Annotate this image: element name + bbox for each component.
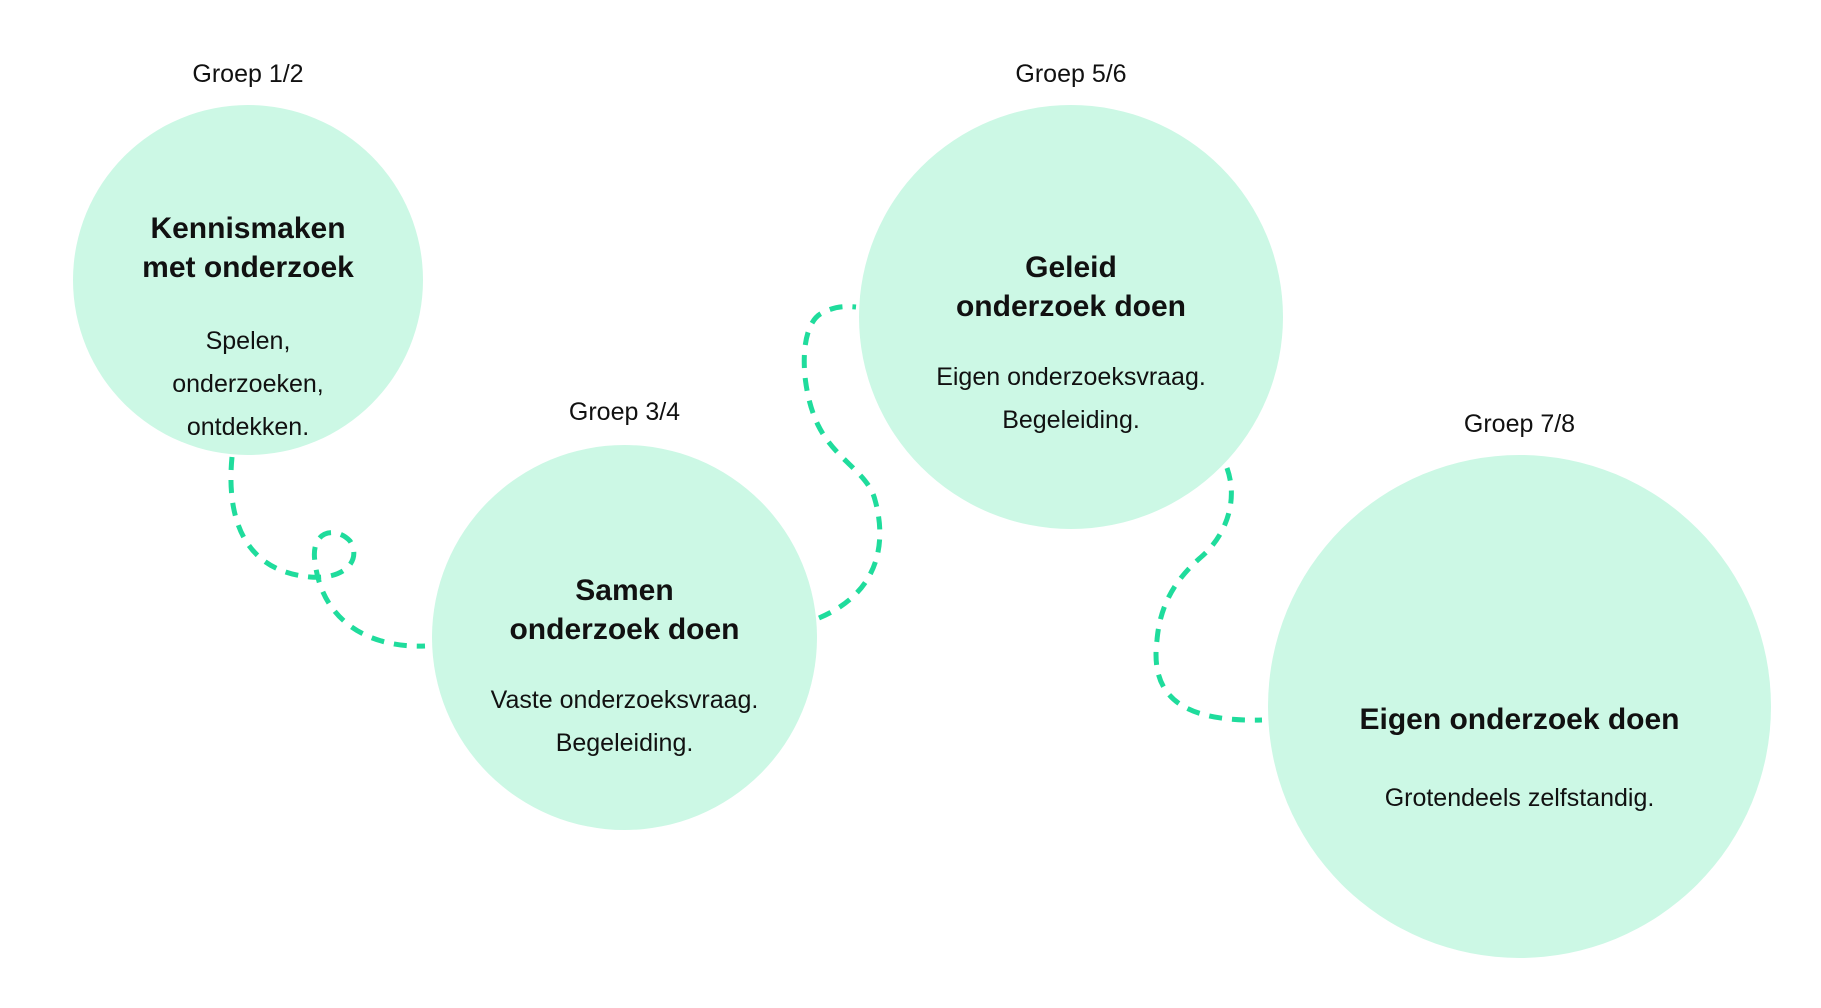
stage-title: Kennismaken met onderzoek: [142, 212, 354, 284]
group-label: Groep 5/6: [1015, 60, 1127, 88]
stage-description: Spelen, onderzoeken, ontdekken.: [172, 327, 324, 441]
stage-title: Samen onderzoek doen: [509, 574, 740, 646]
group-label: Groep 7/8: [1463, 410, 1576, 438]
connector-3-to-4: [1153, 467, 1263, 723]
stage-circle: Eigen onderzoek doen Grotendeels zelfsta…: [1268, 455, 1771, 958]
stage-content: Eigen onderzoek doen Grotendeels zelfsta…: [1268, 700, 1771, 820]
connector-1-to-2: [228, 456, 426, 649]
stage-circle: Kennismaken met onderzoek Spelen, onderz…: [73, 105, 423, 455]
stage-description: Eigen onderzoeksvraag. Begeleiding.: [936, 363, 1206, 434]
stage-content: Samen onderzoek doen Vaste onderzoeksvra…: [432, 571, 817, 765]
stage-description: Grotendeels zelfstandig.: [1384, 784, 1655, 812]
connector-2-to-3: [801, 304, 883, 621]
group-label: Groep 1/2: [192, 60, 304, 88]
stage-content: Kennismaken met onderzoek Spelen, onderz…: [73, 209, 423, 449]
stage-title: Eigen onderzoek doen: [1359, 703, 1680, 736]
stage-title: Geleid onderzoek doen: [955, 251, 1187, 323]
group-label: Groep 3/4: [568, 398, 681, 426]
stage-description: Vaste onderzoeksvraag. Begeleiding.: [490, 686, 759, 757]
stage-circle: Geleid onderzoek doen Eigen onderzoeksvr…: [859, 105, 1283, 529]
stage-circle: Samen onderzoek doen Vaste onderzoeksvra…: [432, 445, 817, 830]
stage-content: Geleid onderzoek doen Eigen onderzoeksvr…: [859, 248, 1283, 442]
